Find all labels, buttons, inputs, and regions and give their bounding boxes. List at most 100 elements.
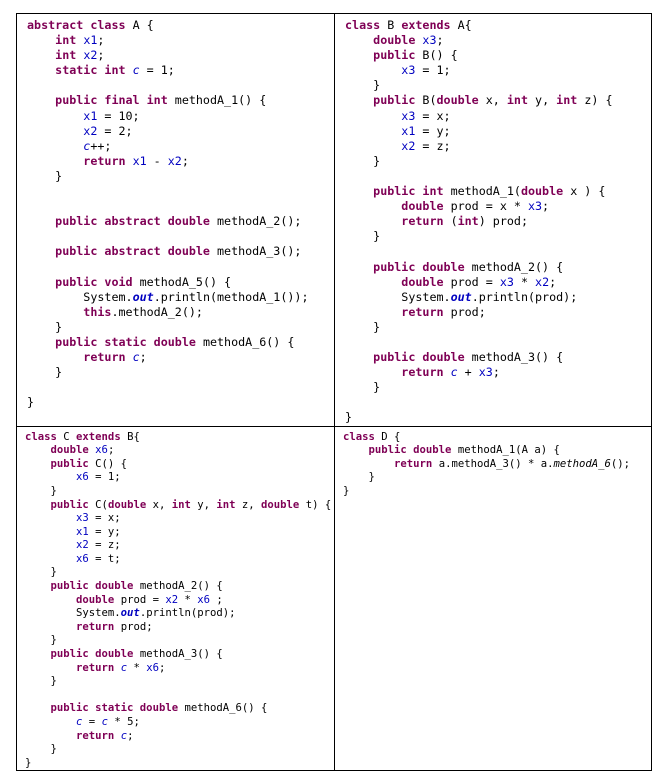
code-text <box>25 539 76 551</box>
code-line: public static double methodA_6() { <box>27 335 334 350</box>
code-class-d: class D { public double methodA_1(A a) {… <box>336 427 651 498</box>
code-text: x, <box>152 498 172 511</box>
code-text: methodA_3(); <box>217 244 302 259</box>
code-text: methodA_3() { <box>471 350 564 365</box>
keyword: this <box>83 304 112 319</box>
code-text: a.methodA_3() * a. <box>438 457 554 470</box>
field: x1 <box>76 525 89 538</box>
code-text <box>27 214 55 228</box>
code-text <box>27 139 83 153</box>
keyword: public <box>373 93 423 108</box>
field: x3 <box>499 274 514 289</box>
code-text <box>25 730 76 742</box>
code-text: methodA_1() { <box>174 93 267 108</box>
code-line: } <box>27 395 334 410</box>
code-line: ​ <box>345 335 651 350</box>
code-text <box>345 365 401 379</box>
code-text: .println(methodA_1()); <box>153 289 309 304</box>
code-class-b: class B extends A{ double x3; public B()… <box>336 14 651 425</box>
keyword: class <box>345 18 388 32</box>
code-text: = y; <box>415 123 451 138</box>
keyword: static int <box>55 63 133 78</box>
keyword: abstract class <box>27 18 133 32</box>
code-line: } <box>27 320 334 335</box>
code-text <box>25 512 76 524</box>
code-line: } <box>25 675 334 689</box>
code-line: x2 = z; <box>25 539 334 553</box>
code-text: } <box>27 365 63 380</box>
keyword: return <box>76 729 121 742</box>
code-line: public abstract double methodA_3(); <box>27 244 334 259</box>
code-line: } <box>25 634 334 648</box>
keyword: double <box>373 33 423 48</box>
keyword: public int <box>373 184 451 199</box>
code-text <box>25 458 51 470</box>
code-text: = 10; <box>97 108 140 123</box>
code-text <box>25 553 76 565</box>
code-text <box>25 648 51 660</box>
code-text: ; <box>158 661 166 674</box>
code-text <box>345 48 373 62</box>
code-line: static int c = 1; <box>27 63 334 78</box>
static-field: c <box>120 661 128 674</box>
code-text: ; <box>139 350 147 365</box>
field: x2 <box>167 153 182 168</box>
keyword: public double <box>368 444 458 457</box>
code-line: ​ <box>345 244 651 259</box>
code-text: x ) { <box>570 184 606 199</box>
code-text: methodA_3() { <box>139 648 223 661</box>
code-line: public B() { <box>345 48 651 63</box>
keyword: return <box>394 457 439 470</box>
static-method: methodA_6 <box>553 457 611 470</box>
keyword: public double <box>373 350 472 365</box>
keyword: return <box>401 304 451 319</box>
code-text: prod = <box>120 593 166 606</box>
keyword: public double <box>50 580 140 593</box>
code-line: } <box>345 410 651 425</box>
keyword: class <box>25 430 64 443</box>
code-text: C( <box>95 498 108 511</box>
code-line: double x3; <box>345 33 651 48</box>
code-line: ​ <box>27 380 334 395</box>
code-line: return prod; <box>345 305 651 320</box>
keyword: public final int <box>55 93 175 108</box>
code-text: prod; <box>450 304 486 319</box>
code-line: class C extends B{ <box>25 431 334 445</box>
keyword: public <box>50 457 96 470</box>
code-text: } <box>25 756 32 769</box>
code-text: = 1; <box>415 63 451 78</box>
code-text: = 1; <box>139 63 175 78</box>
static-field: out <box>120 607 140 620</box>
code-line: public final int methodA_1() { <box>27 93 334 108</box>
code-text <box>25 621 76 633</box>
code-text <box>345 93 373 107</box>
code-text: methodA_6() { <box>202 334 295 349</box>
code-text <box>345 109 401 123</box>
code-line: return c * x6; <box>25 662 334 676</box>
code-text: } <box>345 410 353 425</box>
field: x1 <box>401 123 416 138</box>
field: x3 <box>422 33 437 48</box>
code-text: t) { <box>305 498 332 511</box>
code-line: int x1; <box>27 33 334 48</box>
code-text: methodA_2(); <box>217 214 302 229</box>
code-text: y, <box>535 93 557 108</box>
code-text: methodA_1( <box>450 184 521 199</box>
code-line: ​ <box>27 260 334 275</box>
code-text: D { <box>381 430 401 443</box>
code-text: } <box>345 78 381 93</box>
code-line: return a.methodA_3() * a.methodA_6(); <box>343 458 651 472</box>
keyword: double <box>50 444 96 457</box>
field: x2 <box>83 123 98 138</box>
code-text: = x; <box>88 512 121 525</box>
code-text: prod = x * <box>450 199 528 214</box>
code-text <box>25 580 51 592</box>
code-text: B() { <box>422 48 458 63</box>
code-line: return c; <box>27 350 334 365</box>
code-text: = 1; <box>88 471 121 484</box>
code-text: prod; <box>120 620 153 633</box>
code-line: public B(double x, int y, int z) { <box>345 93 651 108</box>
keyword: public <box>373 48 423 63</box>
keyword: double <box>76 593 121 606</box>
code-text: System. <box>345 289 451 304</box>
